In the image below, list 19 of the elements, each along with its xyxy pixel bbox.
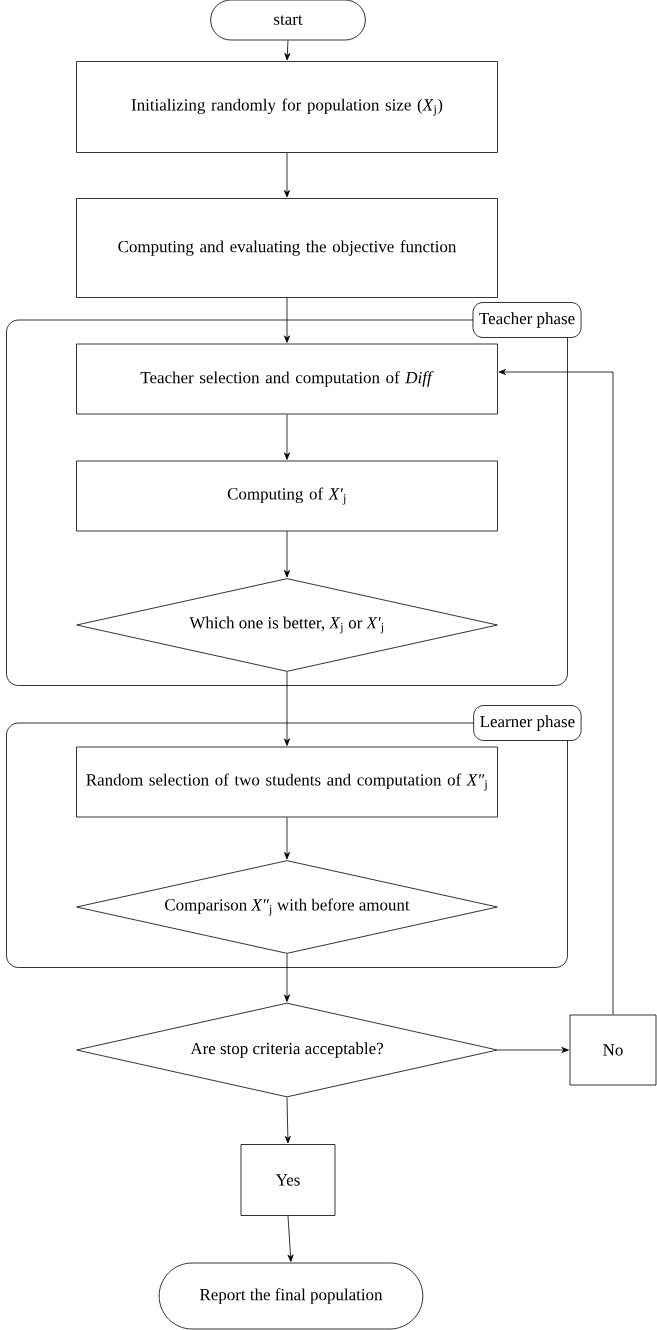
arrow [284, 1097, 291, 1144]
process-box: Yes [240, 1144, 336, 1216]
process-box: Computing and evaluating the objective function [76, 198, 498, 298]
arrow [284, 414, 290, 460]
arrow [498, 369, 614, 1015]
arrow [497, 1047, 569, 1053]
process-box: Teacher selection and computation of Diff [76, 343, 498, 415]
arrow [284, 953, 290, 1002]
arrow [284, 531, 290, 578]
process-box: No [569, 1014, 657, 1086]
arrow [284, 297, 290, 343]
process-box: Computing of X′$_{j}$ [76, 460, 498, 532]
arrow [284, 152, 290, 198]
arrow [284, 671, 290, 746]
arrow [284, 40, 291, 61]
arrow [284, 817, 290, 860]
process-box: Random selection of two students and computation of X″$_{j}$ [76, 746, 498, 818]
arrow [287, 1215, 294, 1262]
process-box: Initializing randomly for population size (X$_{j}$) [76, 61, 498, 153]
